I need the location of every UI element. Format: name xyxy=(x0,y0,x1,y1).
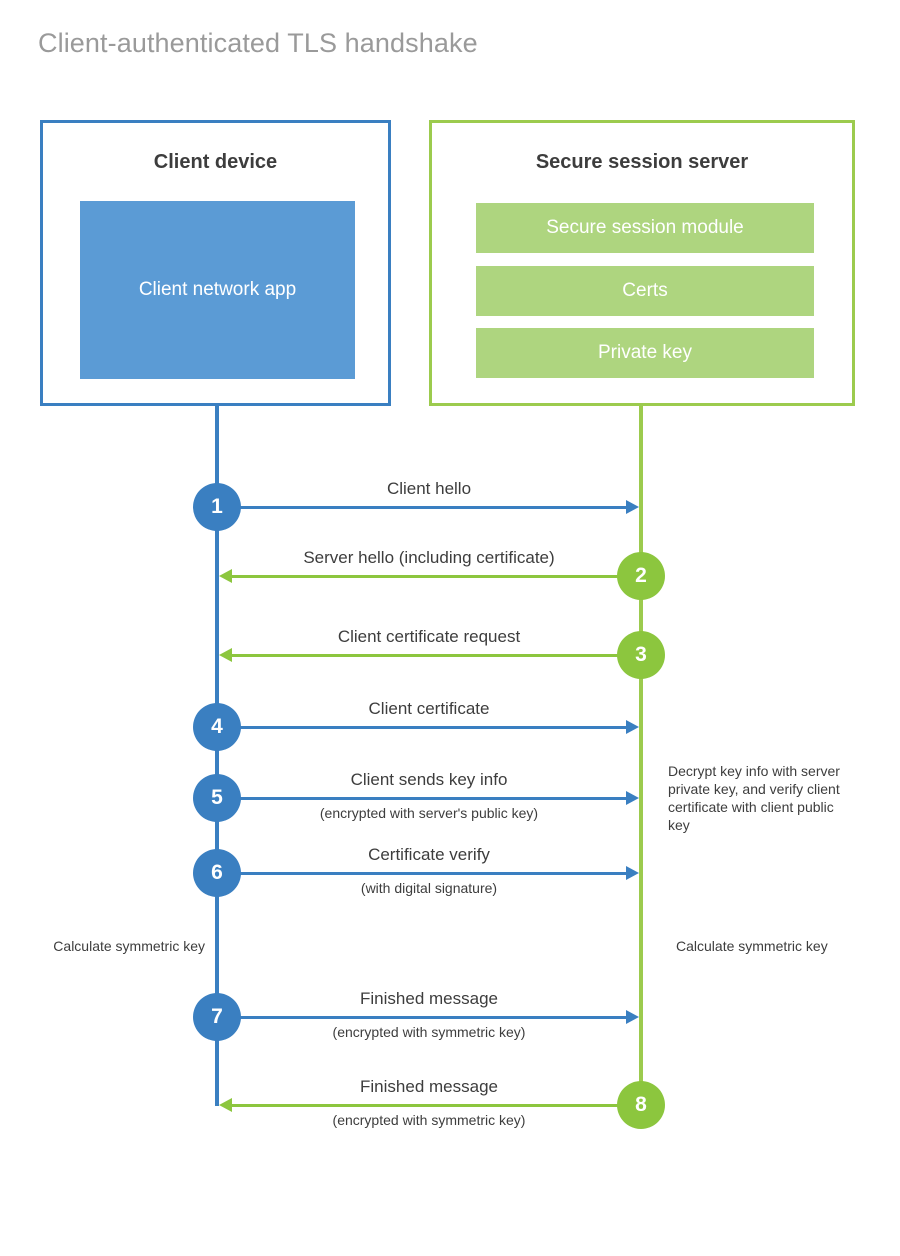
secure-session-server-title: Secure session server xyxy=(535,151,749,173)
message-5-arrowhead-right xyxy=(626,791,639,805)
note-server-decrypt: Decrypt key info with server private key… xyxy=(668,763,840,833)
step-number-6: 6 xyxy=(193,849,241,897)
message-6-sublabel: (with digital signature) xyxy=(360,880,498,896)
message-4-label: Client certificate xyxy=(368,699,490,718)
message-8-sublabel: (encrypted with symmetric key) xyxy=(332,1112,526,1128)
client-lifeline xyxy=(215,406,219,1106)
message-4-arrow-shaft xyxy=(217,726,626,729)
note-client-calculate-symmetric-key: Calculate symmetric key xyxy=(53,938,205,954)
page-title: Client-authenticated TLS handshake xyxy=(38,28,478,58)
secure-session-server-box: Secure session server Secure session mod… xyxy=(429,120,855,406)
step-number-7: 7 xyxy=(193,993,241,1041)
message-7-arrow-shaft xyxy=(217,1016,626,1019)
server-lifeline xyxy=(639,406,643,1106)
step-number-2: 2 xyxy=(617,552,665,600)
server-component-private-key: Private key xyxy=(476,328,814,378)
message-6-arrowhead-right xyxy=(626,866,639,880)
message-1-arrowhead-right xyxy=(626,500,639,514)
step-number-8: 8 xyxy=(617,1081,665,1129)
message-3-arrowhead-left xyxy=(219,648,232,662)
client-network-app-block: Client network app xyxy=(80,201,355,379)
step-number-4: 4 xyxy=(193,703,241,751)
message-1-arrow-shaft xyxy=(217,506,626,509)
message-3-label: Client certificate request xyxy=(337,627,521,646)
message-7-sublabel: (encrypted with symmetric key) xyxy=(332,1024,526,1040)
message-7-arrowhead-right xyxy=(626,1010,639,1024)
message-1-label: Client hello xyxy=(386,479,472,498)
message-4-arrowhead-right xyxy=(626,720,639,734)
message-6-arrow-shaft xyxy=(217,872,626,875)
message-8-arrowhead-left xyxy=(219,1098,232,1112)
message-5-sublabel: (encrypted with server's public key) xyxy=(319,805,539,821)
client-device-title: Client device xyxy=(153,151,278,173)
message-2-arrow-shaft xyxy=(232,575,641,578)
message-6-label: Certificate verify xyxy=(368,845,490,864)
note-server-calculate-symmetric-key: Calculate symmetric key xyxy=(676,938,828,954)
step-number-3: 3 xyxy=(617,631,665,679)
message-7-label: Finished message xyxy=(360,989,498,1008)
server-component-certs: Certs xyxy=(476,266,814,316)
message-3-arrow-shaft xyxy=(232,654,641,657)
step-number-1: 1 xyxy=(193,483,241,531)
client-device-box: Client device Client network app xyxy=(40,120,391,406)
message-2-arrowhead-left xyxy=(219,569,232,583)
step-number-5: 5 xyxy=(193,774,241,822)
message-8-arrow-shaft xyxy=(232,1104,641,1107)
message-8-label: Finished message xyxy=(360,1077,498,1096)
server-component-secure-session-module: Secure session module xyxy=(476,203,814,253)
message-2-label: Server hello (including certificate) xyxy=(303,548,555,567)
message-5-label: Client sends key info xyxy=(350,770,508,789)
message-5-arrow-shaft xyxy=(217,797,626,800)
